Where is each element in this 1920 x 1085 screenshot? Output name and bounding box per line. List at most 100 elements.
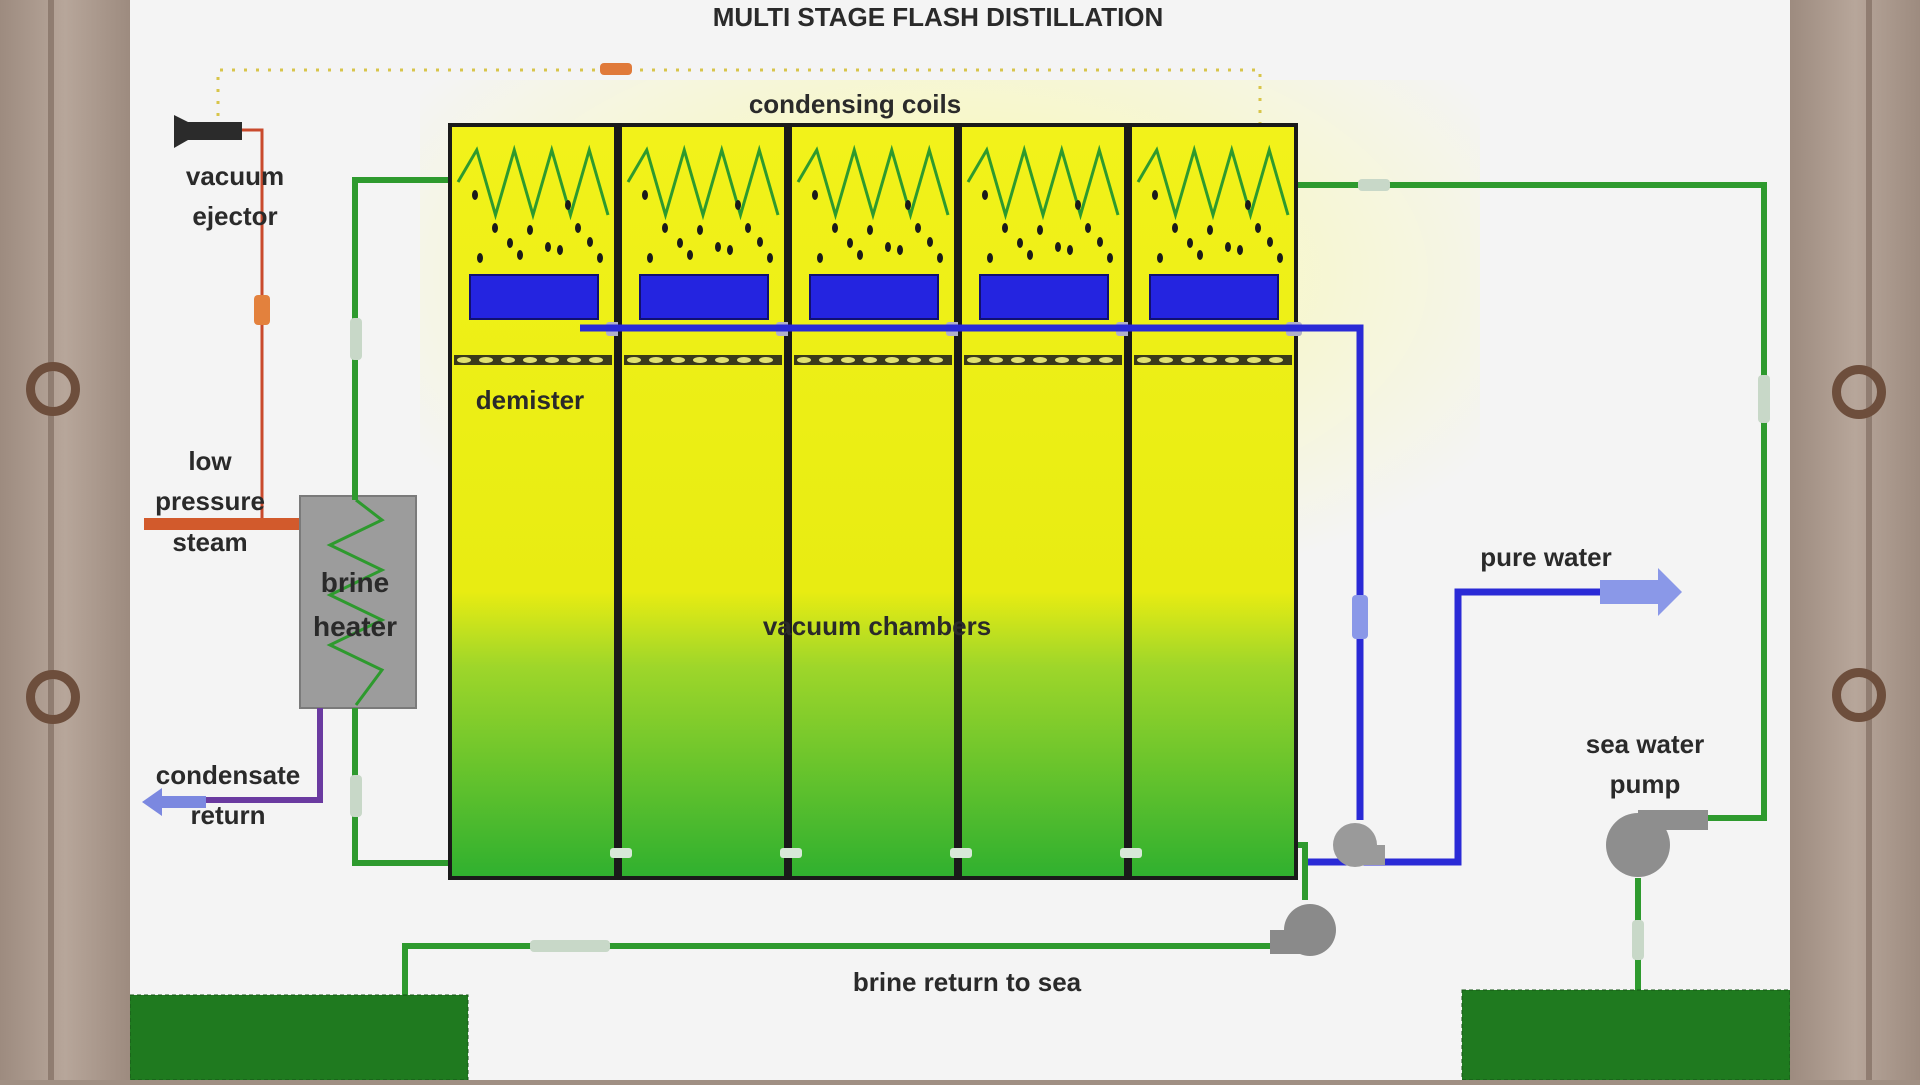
demister-pad	[501, 357, 515, 363]
demister-pad	[737, 357, 751, 363]
demister-pad	[759, 357, 773, 363]
condensate-droplet	[1027, 250, 1033, 260]
vacuum-flow-arrow-icon	[600, 63, 632, 75]
condensate-droplet	[847, 238, 853, 248]
brine-heater-label-line2: heater	[313, 611, 397, 642]
condensate-droplet	[1255, 223, 1261, 233]
condensing-coil	[456, 144, 610, 221]
flash-chamber	[958, 123, 1128, 880]
demister-pad	[797, 357, 811, 363]
demister-pad	[457, 357, 471, 363]
seawater-flow-arrow-icon	[350, 318, 362, 360]
condensate-droplet	[565, 200, 571, 210]
demister-pad	[627, 357, 641, 363]
low-pressure-steam-label-line3: steam	[172, 527, 247, 557]
condensate-droplet	[1002, 223, 1008, 233]
condensate-droplet	[1075, 200, 1081, 210]
condensate-droplet	[677, 238, 683, 248]
condensate-droplet	[1097, 237, 1103, 247]
condensate-droplet	[687, 250, 693, 260]
condensate-droplet	[817, 253, 823, 263]
condensate-droplet	[757, 237, 763, 247]
condensate-droplet	[472, 190, 478, 200]
condensate-droplet	[1157, 253, 1163, 263]
demister-pad	[1159, 357, 1173, 363]
condensate-droplet	[575, 223, 581, 233]
condensate-droplet	[477, 253, 483, 263]
brine-transfer-arrow-icon	[610, 848, 632, 858]
condensate-droplet	[1107, 253, 1113, 263]
demister-pad	[1137, 357, 1151, 363]
steam-inlet-pipe	[144, 518, 304, 530]
demister-pad	[671, 357, 685, 363]
condensing-coil	[626, 144, 780, 221]
condensate-droplet	[832, 223, 838, 233]
seawater-flow-arrow-icon	[1758, 375, 1770, 423]
vacuum-ejector-label-line2: ejector	[192, 201, 277, 231]
demister-pad	[1055, 357, 1069, 363]
condensate-droplet	[937, 253, 943, 263]
condensate-droplet	[587, 237, 593, 247]
demister-pad	[1269, 357, 1283, 363]
right-frame-border	[1790, 0, 1920, 1080]
condensate-droplet	[857, 250, 863, 260]
flash-chamber	[618, 123, 788, 880]
condensate-droplet	[507, 238, 513, 248]
demister-pad	[545, 357, 559, 363]
vacuum-ejector-label-line1: vacuum	[186, 161, 284, 191]
demister-pad	[1247, 357, 1261, 363]
demister-pad	[885, 357, 899, 363]
condensate-droplet	[927, 237, 933, 247]
msf-diagram: MULTI STAGE FLASH DISTILLATION	[129, 2, 1791, 1081]
condensate-droplet	[1277, 253, 1283, 263]
demister-label: demister	[476, 385, 584, 415]
demister-pad	[567, 357, 581, 363]
distillate-pump-icon	[1333, 823, 1385, 867]
demister-pad	[693, 357, 707, 363]
demister-pad	[989, 357, 1003, 363]
condensate-droplet	[1225, 242, 1231, 252]
distillate-tray	[1149, 274, 1279, 320]
vacuum-line	[216, 68, 1262, 125]
left-frame-border	[0, 0, 130, 1080]
condensate-droplet	[1067, 245, 1073, 255]
brine-return-label: brine return to sea	[853, 967, 1082, 997]
demister-pad	[863, 357, 877, 363]
demister-pad	[907, 357, 921, 363]
condensate-droplet	[662, 223, 668, 233]
condensate-droplet	[727, 245, 733, 255]
flash-chamber	[788, 123, 958, 880]
brine-heater	[299, 495, 417, 709]
condensate-droplet	[1017, 238, 1023, 248]
demister-pad	[1099, 357, 1113, 363]
condensing-coil	[1136, 144, 1290, 221]
condensate-droplet	[1152, 190, 1158, 200]
condensate-droplet	[1237, 245, 1243, 255]
condensate-droplet	[812, 190, 818, 200]
condensate-droplet	[1245, 200, 1251, 210]
flash-chamber	[448, 123, 618, 880]
ring-ornament-icon	[26, 670, 80, 724]
seawater-flow-arrow-icon	[1358, 179, 1390, 191]
condensate-droplet	[527, 225, 533, 235]
low-pressure-steam-label-line2: pressure	[155, 486, 265, 516]
brine-transfer-arrow-icon	[780, 848, 802, 858]
distillate-tray	[979, 274, 1109, 320]
condensate-droplet	[545, 242, 551, 252]
demister-pad	[715, 357, 729, 363]
condensate-droplet	[905, 200, 911, 210]
distillate-tray	[639, 274, 769, 320]
distillate-tray	[809, 274, 939, 320]
condensate-droplet	[1207, 225, 1213, 235]
sea-water-pump-label-line1: sea water	[1586, 729, 1705, 759]
demister-pad	[819, 357, 833, 363]
demister-pad	[929, 357, 943, 363]
brine-pump-icon	[1270, 904, 1336, 956]
brine-heater-coil	[326, 498, 386, 706]
condensate-droplet	[867, 225, 873, 235]
condensate-flow-arrow-icon	[142, 788, 206, 816]
sea-water-pump-label-line2: pump	[1610, 769, 1681, 799]
low-pressure-steam-label-line1: low	[188, 446, 232, 476]
condensing-coil	[796, 144, 950, 221]
